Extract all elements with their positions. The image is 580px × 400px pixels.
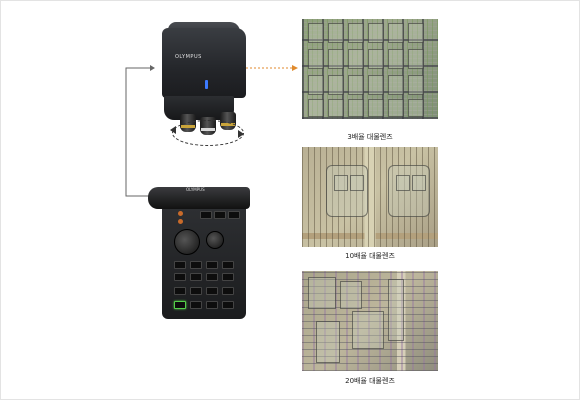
caption-20x: 20배율 대물렌즈: [345, 377, 395, 385]
control-pad-handle: OLYMPUS: [148, 187, 250, 209]
head-led-indicator: [205, 80, 208, 89]
control-button[interactable]: [206, 273, 218, 281]
control-button[interactable]: [200, 211, 212, 219]
micrograph-3x: [302, 19, 438, 119]
control-button[interactable]: [228, 211, 240, 219]
head-body: [162, 28, 246, 98]
control-button[interactable]: [222, 273, 234, 281]
capture-button[interactable]: [174, 301, 186, 309]
controller-to-head-line: [125, 67, 150, 197]
head-connector-arrow-icon: [150, 65, 155, 71]
control-button[interactable]: [206, 301, 218, 309]
connector-arrow-icon: [292, 65, 298, 71]
control-button[interactable]: [222, 287, 234, 295]
control-button[interactable]: [214, 211, 226, 219]
micrograph-20x: [302, 271, 438, 371]
control-pad: OLYMPUS: [148, 185, 250, 325]
control-button[interactable]: [206, 261, 218, 269]
control-button[interactable]: [190, 273, 202, 281]
rotation-arrow-icon: [172, 120, 244, 146]
indicator-light: [178, 219, 183, 224]
zoom-knob[interactable]: [206, 231, 224, 249]
control-button[interactable]: [222, 261, 234, 269]
caption-10x: 10배율 대물렌즈: [345, 252, 395, 260]
caption-3x: 3배율 대물렌즈: [347, 133, 393, 141]
control-button[interactable]: [174, 287, 186, 295]
microscope-head: OLYMPUS: [150, 22, 260, 152]
control-button[interactable]: [206, 287, 218, 295]
focus-knob[interactable]: [174, 229, 200, 255]
control-button[interactable]: [190, 301, 202, 309]
control-button[interactable]: [190, 287, 202, 295]
head-brand-logo: OLYMPUS: [175, 54, 202, 60]
rotation-arrowheads: [170, 126, 244, 138]
indicator-light: [178, 211, 183, 216]
control-button[interactable]: [190, 261, 202, 269]
control-button[interactable]: [222, 301, 234, 309]
control-pad-logo: OLYMPUS: [186, 187, 205, 192]
micrograph-10x: [302, 147, 438, 247]
control-button[interactable]: [174, 273, 186, 281]
control-button[interactable]: [174, 261, 186, 269]
